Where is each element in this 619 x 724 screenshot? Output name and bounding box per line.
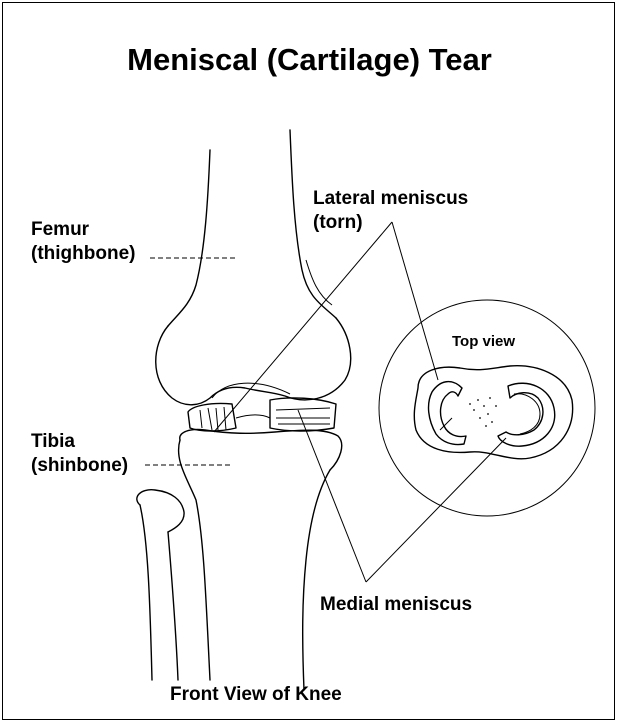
medial-meniscus-front [270, 398, 336, 431]
lateral-meniscus-striations [200, 407, 226, 430]
intercondylar-stipple [469, 397, 497, 427]
tibia-shaft-left [179, 440, 210, 680]
femur-detail-line [306, 260, 332, 305]
femur-intercondylar-line [212, 383, 290, 398]
medial-meniscus-top [498, 383, 555, 446]
lateral-meniscus-front [188, 403, 236, 431]
femur-shaft-right [290, 130, 336, 318]
lateral-pointer-line-top [392, 222, 438, 380]
medial-pointer-line-top [366, 438, 506, 582]
femur-condyles [156, 318, 351, 405]
lateral-meniscus-top [429, 382, 466, 445]
fibula-shaft [140, 505, 178, 680]
top-view-circle [379, 300, 595, 516]
femur-shaft-left [168, 150, 210, 326]
tibia-plateau [180, 429, 342, 470]
tibia-shaft-right [303, 470, 330, 690]
joint-gap-line [236, 415, 270, 418]
medial-pointer-line-front [298, 410, 366, 582]
